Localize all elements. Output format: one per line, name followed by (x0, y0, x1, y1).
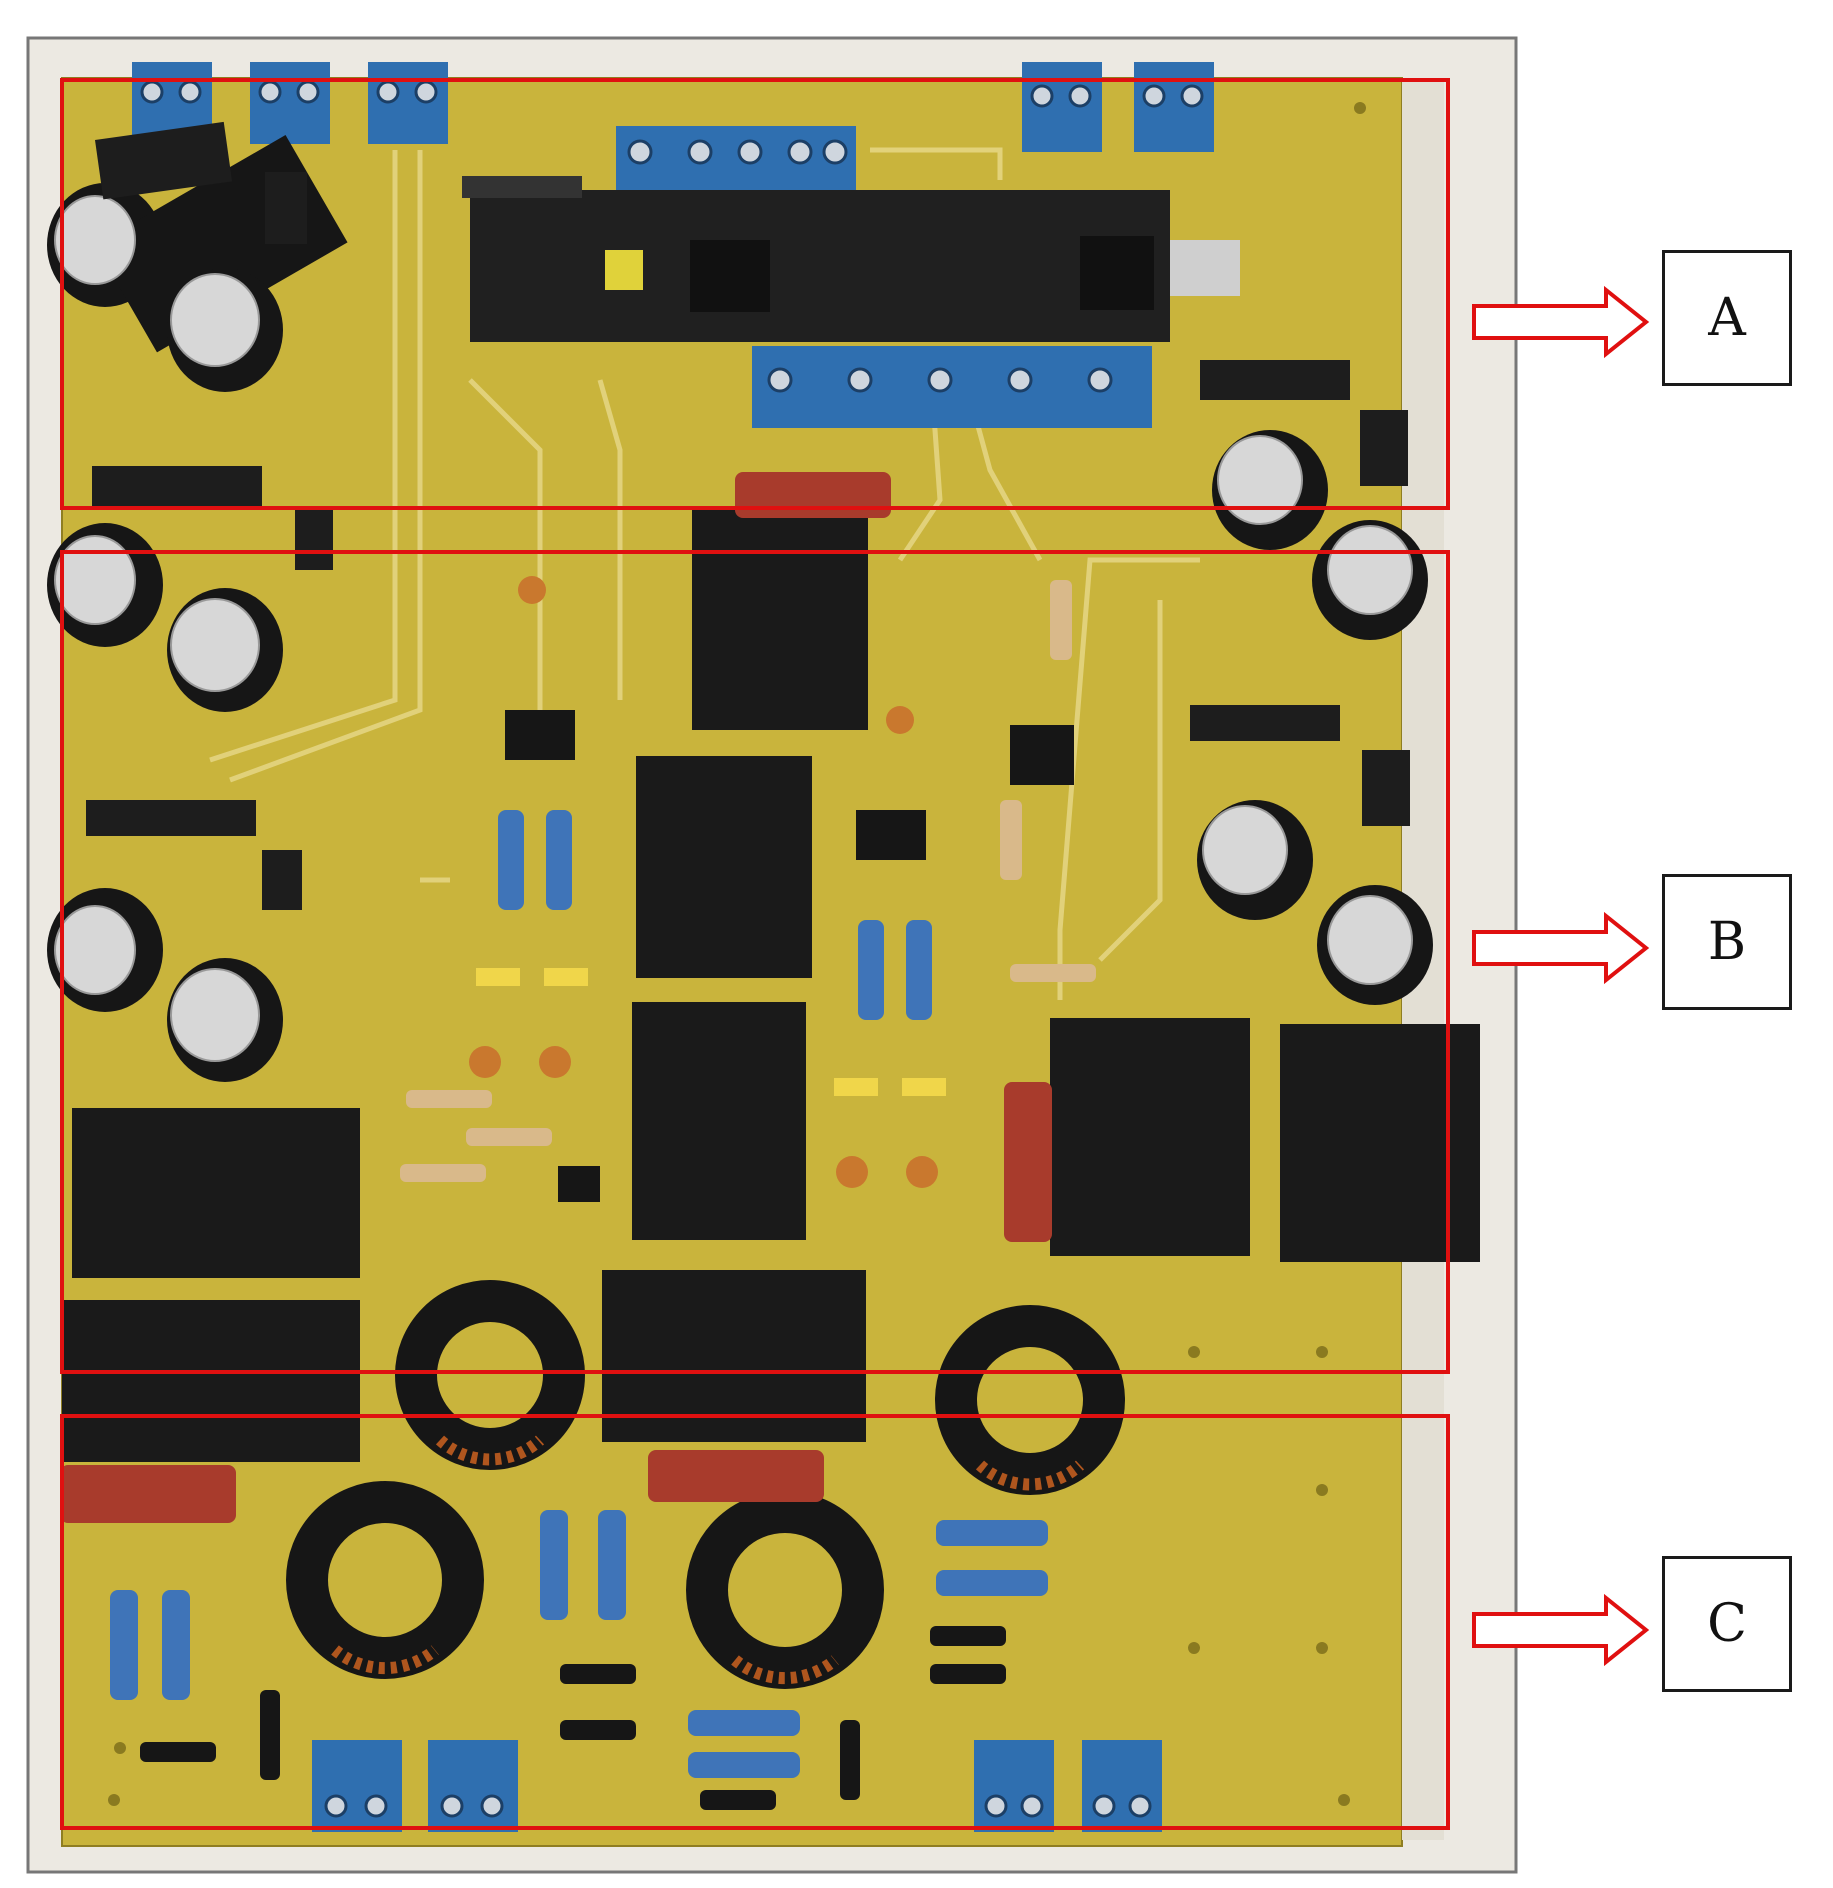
relays-transformers (62, 510, 1480, 1462)
mounting-holes (108, 102, 1366, 1806)
film-capacitors (60, 472, 1052, 1523)
resistors (110, 810, 1048, 1778)
arrow-c (1472, 1593, 1650, 1667)
regulators (86, 121, 1410, 910)
arrow-b (1472, 911, 1650, 985)
section-outline-c (60, 1414, 1450, 1830)
section-outline-b (60, 550, 1450, 1374)
beige-resistors (400, 580, 1096, 1182)
section-label-c-text: C (1707, 1594, 1747, 1654)
yellow-caps (476, 968, 946, 1096)
copper-traces (209, 147, 1200, 1000)
section-label-a: A (1662, 250, 1792, 386)
section-label-b: B (1662, 874, 1792, 1010)
section-label-b-text: B (1707, 912, 1747, 972)
diodes (140, 1626, 1006, 1810)
electrolytic-capacitors (47, 135, 1433, 1082)
section-label-a-text: A (1708, 288, 1746, 348)
microcontroller-board (462, 176, 1240, 342)
terminal-blocks-bottom (312, 1740, 1162, 1832)
small-ics (505, 710, 1074, 1202)
terminal-screws-bottom (324, 1794, 1152, 1818)
toroid-inductors (286, 1280, 1125, 1689)
arrows (1472, 285, 1650, 1667)
ceramic-caps (469, 576, 938, 1188)
arrow-a (1472, 285, 1650, 359)
section-outline-a (60, 78, 1450, 510)
section-label-c: C (1662, 1556, 1792, 1692)
